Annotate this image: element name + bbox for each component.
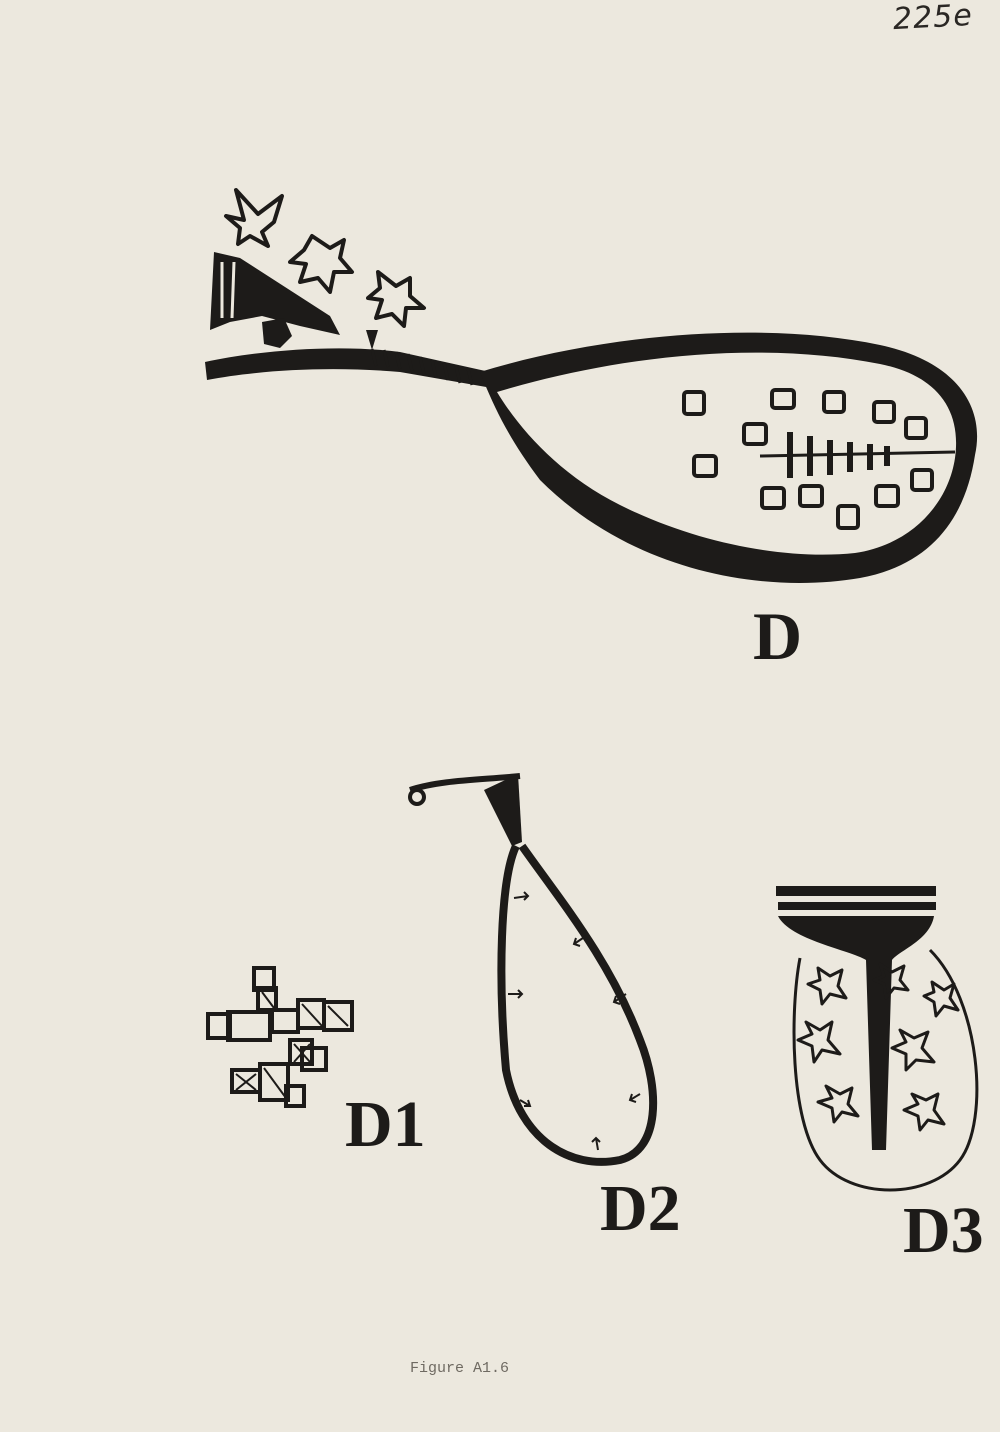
d2-peg [408, 788, 426, 806]
d3-oval [792, 948, 979, 1192]
lute-pegbox-lines [220, 261, 236, 319]
d2-arrow-marks [508, 891, 641, 1151]
page-number: 225e [892, 0, 974, 38]
label-d3: D3 [903, 1194, 984, 1267]
d3-top-bar [776, 886, 936, 896]
d3-bird-shapes [796, 962, 960, 1132]
lute-square-marks [682, 388, 934, 530]
d2-head-wedge [484, 774, 522, 846]
figure-d-lute [205, 188, 978, 583]
label-d: D [753, 598, 803, 674]
lute-bridge-wedge [366, 330, 378, 350]
label-d2: D2 [600, 1172, 681, 1245]
d3-t-shape [778, 916, 934, 1150]
figure-caption: Figure A1.6 [410, 1360, 510, 1377]
figure-d2-lute-outline [408, 773, 658, 1166]
lute-comb-mark [787, 432, 890, 478]
label-d1: D1 [345, 1088, 426, 1161]
figure-d1-squares [206, 966, 354, 1108]
d2-body [497, 843, 658, 1166]
lute-small-bird [262, 318, 292, 348]
lute-neck [205, 348, 492, 388]
lute-body [480, 332, 978, 583]
d2-neck [409, 773, 521, 793]
figure-d3-t-oval [776, 886, 979, 1192]
lute-bird-shapes [224, 188, 426, 328]
lute-pegbox [210, 252, 340, 335]
lute-fret-hatching [370, 348, 474, 386]
